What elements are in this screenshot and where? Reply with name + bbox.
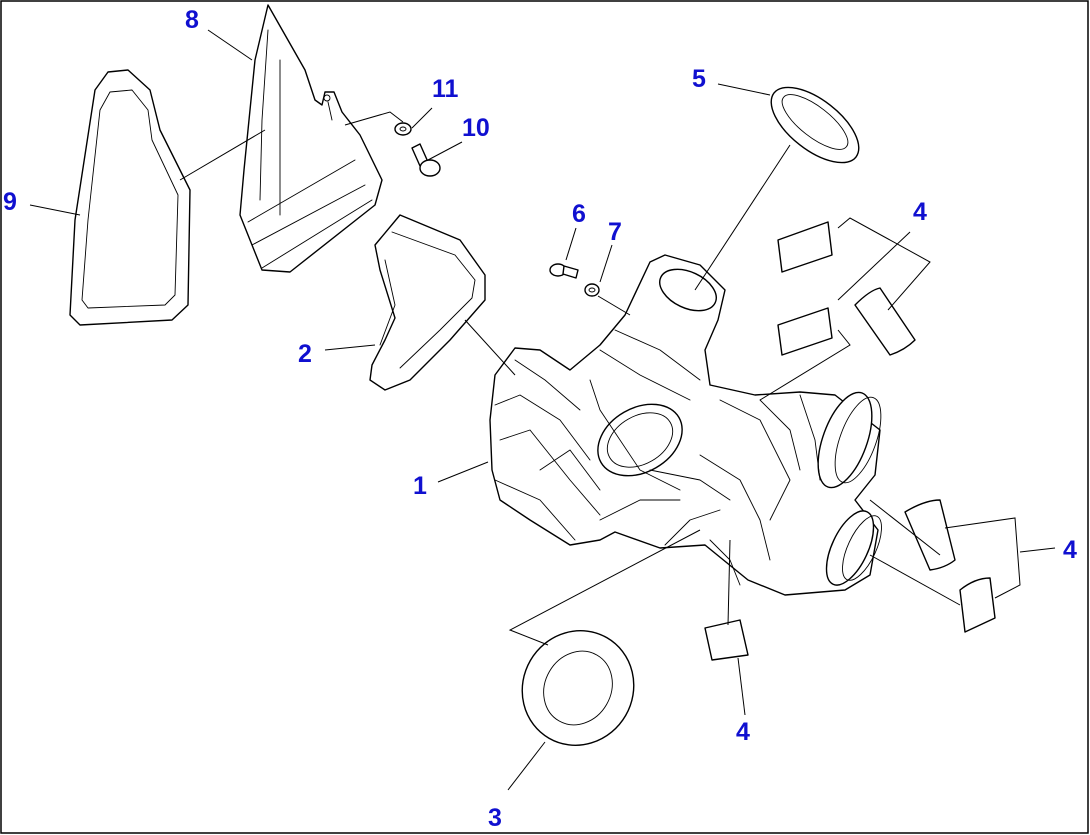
callout-9: 9 — [3, 188, 17, 216]
part-4-pad-bottom — [704, 619, 749, 661]
part-2-bracket — [369, 214, 486, 391]
leader-lines — [29, 29, 1056, 791]
part-4-pad-upper-a — [777, 221, 833, 273]
part-4-pad-upper-b — [777, 307, 833, 356]
callout-11: 11 — [432, 75, 459, 103]
part-6-bolt — [549, 263, 579, 279]
callout-2: 2 — [298, 340, 312, 368]
callout-10: 10 — [462, 114, 490, 142]
part-4-pad-curved-right-a — [904, 499, 956, 571]
callout-4-bottom: 4 — [736, 718, 750, 746]
callout-6: 6 — [572, 200, 586, 228]
callout-5: 5 — [692, 65, 706, 93]
callout-4-upper: 4 — [913, 198, 927, 226]
part-10-bolt — [411, 143, 441, 177]
part-8-cover — [239, 4, 383, 273]
part-4-pad-curved-right-b — [959, 577, 996, 633]
part-1-housing — [489, 254, 882, 596]
callout-8: 8 — [185, 6, 199, 34]
part-7-washer — [584, 283, 600, 297]
callout-4-right: 4 — [1063, 536, 1077, 564]
part-5-clamp-ring — [770, 86, 860, 164]
callout-7: 7 — [608, 218, 622, 246]
callout-1: 1 — [413, 472, 427, 500]
callout-3: 3 — [488, 804, 502, 832]
part-3-seal-ring — [521, 630, 635, 746]
part-11-washer — [394, 122, 412, 136]
part-4-pad-curved-upper — [854, 287, 916, 356]
callout-labels: 8 9 11 10 2 1 5 6 7 4 4 4 3 — [3, 6, 1077, 832]
part-9-gasket — [69, 69, 191, 326]
